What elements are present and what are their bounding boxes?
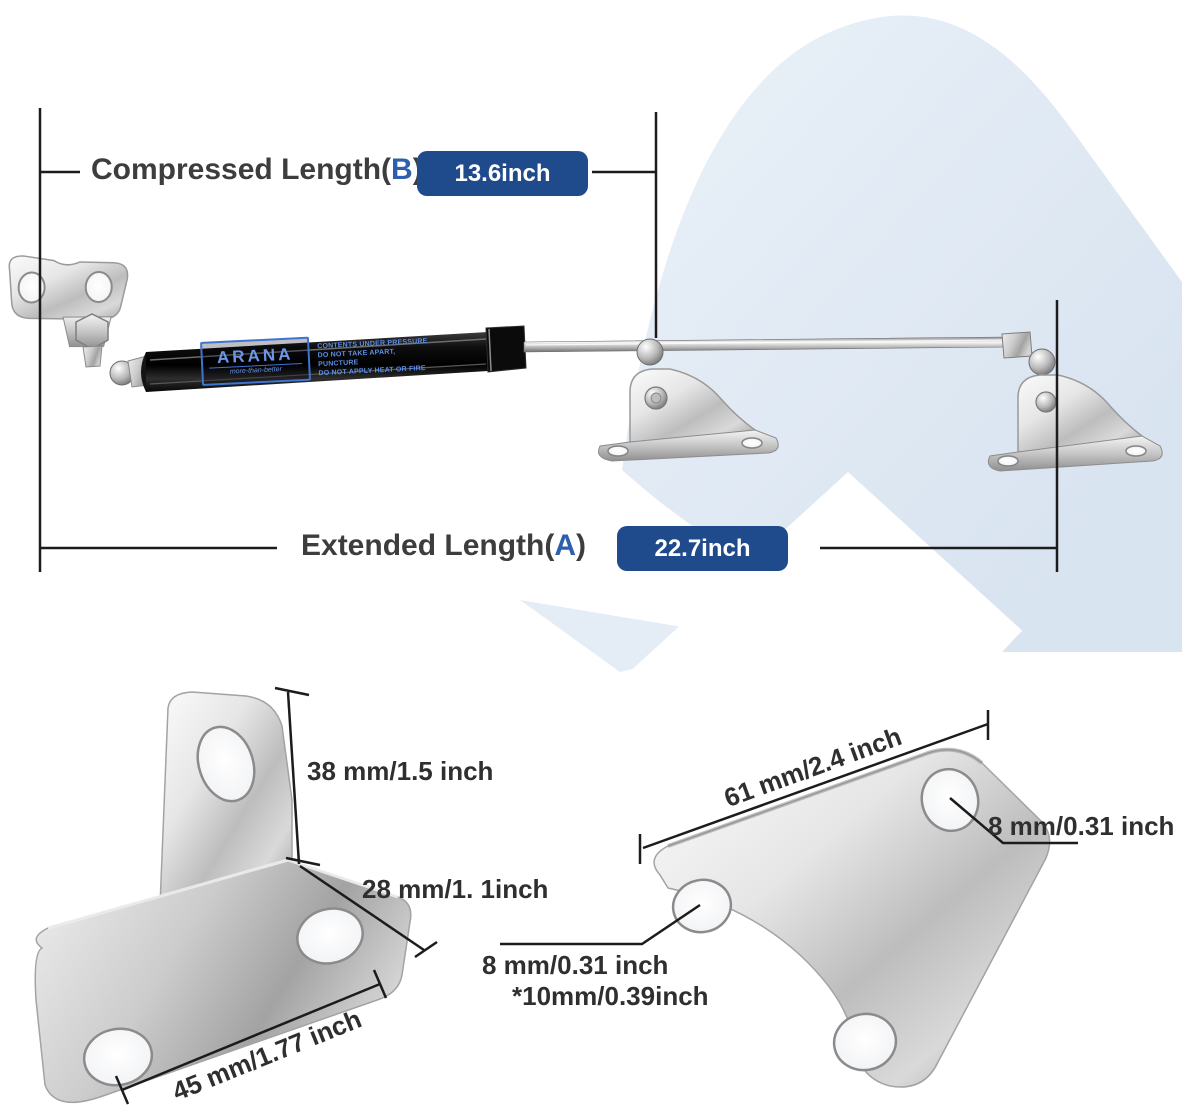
right-ball-socket [1028, 348, 1056, 376]
dim-28-tick-end [414, 940, 438, 959]
rod-end-fitting [1001, 331, 1033, 359]
dim-38-line [286, 691, 301, 865]
compressed-label-prefix: Compressed Length( [91, 153, 392, 186]
large-bracket-left-hole [671, 878, 733, 934]
dim-38-tick-top [274, 686, 310, 697]
middle-ball-stud [636, 338, 664, 366]
background-decoration [520, 15, 1182, 706]
dim-28-line [299, 864, 425, 952]
large-bracket-left-hole-label-line1: 8 mm/0.31 inch [482, 950, 669, 980]
cylinder-highlight-top [149, 338, 487, 361]
compressed-length-label: Compressed Length(B) [91, 153, 423, 187]
dim-61-line [642, 722, 989, 850]
small-bracket-depth-label: 28 mm/1. 1inch [362, 874, 549, 904]
compressed-length-value: 13.6inch [454, 159, 551, 187]
background-slope-right [1002, 462, 1182, 652]
small-bracket-photo [34, 691, 412, 1104]
middle-bracket [598, 368, 779, 462]
extended-length-label: Extended Length(A) [301, 529, 586, 563]
cylinder-end-collar [485, 325, 527, 373]
dim-45-tick-right [372, 969, 388, 999]
small-bracket-height-label: 38 mm/1.5 inch [307, 756, 494, 786]
extended-label-letter: A [554, 529, 577, 562]
right-end-bracket [987, 374, 1163, 472]
large-bracket-left-hole-label-line2: *10mm/0.39inch [512, 981, 709, 1011]
large-bracket-top-edge [667, 747, 984, 848]
strut-left-stud [82, 345, 103, 368]
small-bracket-fold-edge [47, 858, 399, 930]
extended-length-badge: 22.7inch [617, 526, 788, 571]
dim-45-tick-left [114, 1075, 130, 1105]
strut-left-hex-nut [75, 313, 109, 350]
small-bracket-right-hole [296, 907, 364, 965]
extended-label-prefix: Extended Length( [301, 529, 555, 562]
large-bracket-right-hole [920, 767, 980, 833]
background-mountain-large [622, 15, 1182, 640]
cylinder-left-cap [141, 352, 146, 392]
leader-left-hole [500, 903, 701, 946]
large-bracket-bottom-hole [832, 1012, 898, 1072]
compressed-length-badge: 13.6inch [417, 151, 588, 196]
dim-38-tick-bottom [285, 856, 321, 867]
background-valley-white [592, 472, 1105, 706]
small-bracket-top-hole [196, 725, 256, 803]
strut-left-bracket [8, 255, 129, 348]
rod-sheen [525, 339, 1007, 346]
dimension-lines [38, 108, 1078, 1105]
gas-strut-cylinder [146, 332, 488, 392]
extended-label-suffix: ) [576, 529, 587, 562]
brand-label-box: ARANA more-than-better [200, 336, 311, 386]
large-bracket-right-hole-label: 8 mm/0.31 inch [988, 811, 1175, 841]
small-bracket-bottom-hole [82, 1027, 154, 1087]
dim-45-line [121, 982, 381, 1092]
compressed-label-letter: B [391, 153, 413, 186]
collar-rim-highlight [488, 328, 492, 372]
background-facet [520, 600, 760, 672]
warning-text-block: CONTENTS UNDER PRESSURE DO NOT TAKE APAR… [317, 330, 438, 380]
leader-right-hole [949, 797, 1078, 845]
large-bracket-photo [653, 747, 1051, 1088]
cylinder-highlight-bottom [149, 363, 487, 385]
extended-length-value: 22.7inch [654, 534, 751, 562]
